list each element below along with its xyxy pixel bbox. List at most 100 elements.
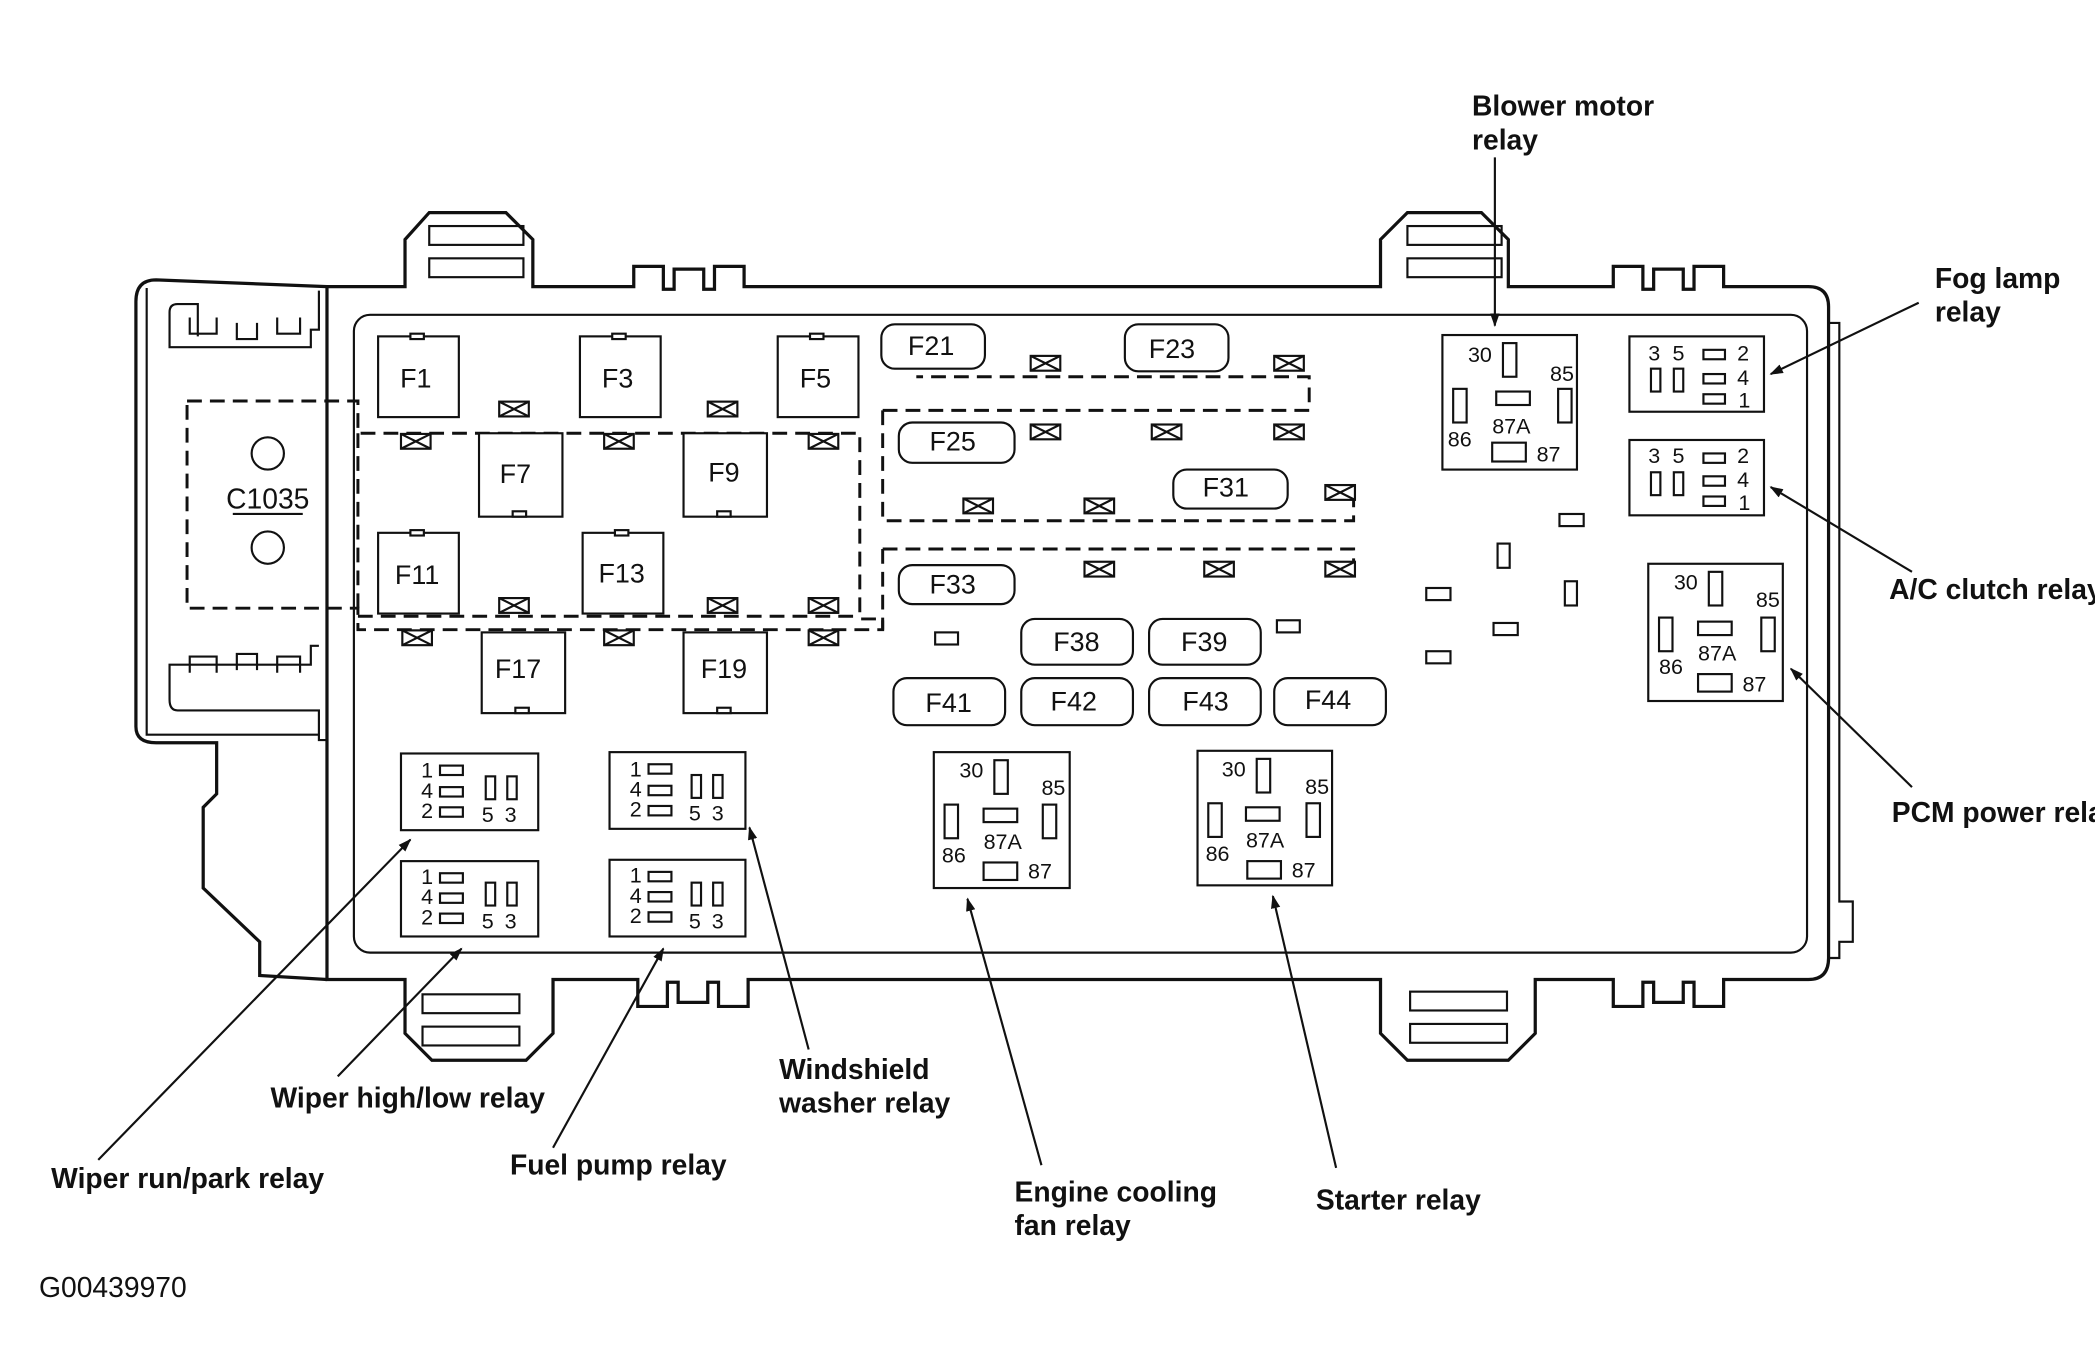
fuse-f5[interactable]: F5 [776, 332, 860, 419]
fuse-f1[interactable]: F1 [377, 332, 460, 419]
svg-text:2: 2 [421, 799, 433, 823]
fuse-f9[interactable]: F9 [682, 432, 769, 518]
dashed-circuit-regions [185, 375, 1356, 632]
svg-text:F43: F43 [1182, 686, 1228, 716]
relay-starter[interactable]: 30 85 86 87A 87 [1196, 749, 1334, 887]
fuse-f3[interactable]: F3 [578, 332, 662, 419]
fuse-box-housing [134, 210, 1854, 1062]
fuse-f42[interactable]: F42 [1020, 677, 1135, 727]
svg-text:F17: F17 [495, 654, 541, 684]
svg-text:F1: F1 [400, 364, 431, 394]
svg-text:F38: F38 [1053, 627, 1099, 657]
svg-text:5: 5 [1672, 342, 1684, 366]
svg-text:86: 86 [1206, 842, 1230, 866]
callout-starter-relay: Starter relay [1316, 1184, 1481, 1216]
svg-text:87A: 87A [1698, 642, 1737, 666]
svg-text:5: 5 [482, 803, 494, 827]
svg-text:4: 4 [421, 885, 433, 909]
svg-text:86: 86 [942, 843, 966, 867]
svg-text:5: 5 [689, 909, 701, 933]
svg-text:85: 85 [1756, 588, 1780, 612]
svg-text:85: 85 [1550, 362, 1574, 386]
svg-text:87: 87 [1028, 860, 1052, 884]
terminal-markers [399, 354, 1357, 647]
callout-ac-clutch-relay: A/C clutch relay [1889, 573, 2095, 605]
fuse-f33[interactable]: F33 [897, 564, 1016, 606]
fuse-f31[interactable]: F31 [1172, 468, 1289, 510]
svg-text:1: 1 [1738, 491, 1750, 515]
relay-blower-motor[interactable]: 30 85 86 87A 87 [1441, 333, 1579, 471]
svg-text:F3: F3 [602, 364, 633, 394]
empty-cavities [934, 512, 1585, 665]
svg-text:4: 4 [1737, 468, 1749, 492]
fuse-f19[interactable]: F19 [682, 631, 769, 715]
callout-wiper-high-low-relay: Wiper high/low relay [270, 1081, 545, 1113]
svg-text:30: 30 [959, 759, 983, 783]
fuse-f39[interactable]: F39 [1148, 617, 1262, 666]
callout-wiper-run-park-relay: Wiper run/park relay [51, 1162, 324, 1194]
fuse-f43[interactable]: F43 [1148, 677, 1262, 727]
svg-text:1: 1 [630, 864, 642, 888]
svg-text:1: 1 [421, 865, 433, 889]
svg-text:3: 3 [505, 803, 517, 827]
svg-text:F11: F11 [395, 560, 439, 590]
svg-text:3: 3 [1648, 444, 1660, 468]
svg-text:F13: F13 [598, 559, 644, 589]
fuse-f21[interactable]: F21 [880, 323, 987, 370]
fuse-f38[interactable]: F38 [1020, 617, 1135, 666]
fuse-f11[interactable]: F11 [377, 529, 460, 615]
svg-text:3: 3 [712, 802, 724, 826]
svg-text:2: 2 [1737, 342, 1749, 366]
svg-text:F41: F41 [925, 688, 971, 718]
svg-text:30: 30 [1468, 343, 1492, 367]
relay-engine-cooling-fan[interactable]: 30 85 86 87A 87 [932, 751, 1071, 890]
connector-c1035: C1035 [226, 436, 309, 565]
callout-fuel-pump-relay: Fuel pump relay [510, 1149, 727, 1181]
svg-text:F25: F25 [929, 427, 975, 457]
fuse-panel: F1 F3 F5 F7 F9 F11 F13 F17 F19 F21 F23 F… [377, 323, 1387, 727]
svg-text:F39: F39 [1181, 627, 1227, 657]
fuse-f44[interactable]: F44 [1273, 677, 1387, 727]
relay-pcm-power[interactable]: 30 85 86 87A 87 [1647, 562, 1784, 703]
svg-text:4: 4 [1737, 366, 1749, 390]
svg-text:F31: F31 [1203, 472, 1249, 502]
svg-text:4: 4 [630, 778, 642, 802]
callout-leaders [97, 157, 1920, 1169]
svg-text:4: 4 [421, 779, 433, 803]
fuse-f23[interactable]: F23 [1123, 323, 1230, 373]
svg-text:3: 3 [1648, 342, 1660, 366]
svg-text:F23: F23 [1149, 334, 1195, 364]
fuse-f13[interactable]: F13 [581, 529, 665, 615]
svg-text:87A: 87A [1246, 829, 1285, 853]
svg-text:30: 30 [1222, 757, 1246, 781]
fuse-f17[interactable]: F17 [480, 631, 567, 715]
svg-text:3: 3 [712, 909, 724, 933]
svg-text:F7: F7 [500, 459, 531, 489]
image-code: G00439970 [39, 1271, 187, 1303]
svg-text:2: 2 [630, 798, 642, 822]
svg-text:87A: 87A [984, 830, 1023, 854]
svg-text:87: 87 [1742, 673, 1766, 697]
svg-text:5: 5 [482, 909, 494, 933]
fuse-f7[interactable]: F7 [477, 432, 564, 518]
connector-label: C1035 [226, 483, 309, 515]
svg-text:85: 85 [1041, 776, 1065, 800]
svg-text:87: 87 [1537, 443, 1561, 467]
fuse-f25[interactable]: F25 [897, 421, 1016, 464]
svg-text:5: 5 [1672, 444, 1684, 468]
fuse-f41[interactable]: F41 [892, 677, 1007, 727]
svg-text:87A: 87A [1492, 414, 1531, 438]
svg-text:F42: F42 [1051, 686, 1097, 716]
callout-pcm-power-relay: PCM power relay [1892, 796, 2095, 828]
svg-text:4: 4 [630, 884, 642, 908]
